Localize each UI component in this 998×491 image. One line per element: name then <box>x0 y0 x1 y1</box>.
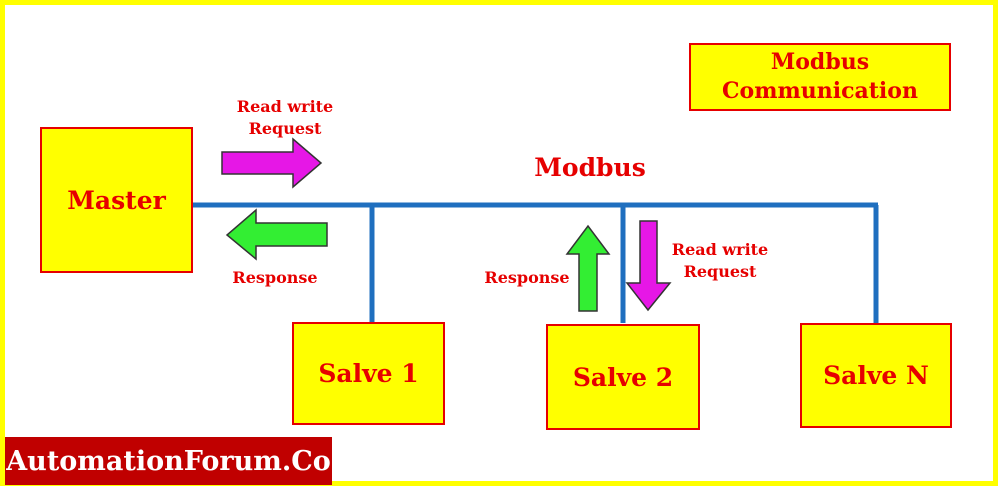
slave-1-label: Salve 1 <box>318 359 419 388</box>
master-request-arrow <box>221 137 323 189</box>
slave-response-label: Response <box>484 268 570 287</box>
master-box: Master <box>40 127 193 273</box>
title-box: Modbus Communication <box>689 43 951 111</box>
master-request-line-2: Request <box>248 119 322 138</box>
slave-request-arrow <box>625 220 672 312</box>
slave-request-line-2: Request <box>683 262 757 281</box>
slave-request-line-1: Read write <box>671 240 769 259</box>
title-line-1: Modbus <box>770 49 870 75</box>
brand-watermark: AutomationForum.Co <box>5 437 332 485</box>
slave-response-arrow <box>565 224 611 312</box>
slave-2-label: Salve 2 <box>572 362 674 392</box>
slave-n-label: Salve N <box>823 361 929 390</box>
master-response-arrow <box>225 208 328 261</box>
slave-request-label: Read write Request <box>655 239 785 283</box>
slave-2-box: Salve 2 <box>546 324 700 430</box>
master-request-line-1: Read write <box>236 97 334 116</box>
bus-label: Modbus <box>534 153 646 182</box>
master-label: Master <box>67 185 166 215</box>
slave-1-box: Salve 1 <box>292 322 445 425</box>
slave-n-box: Salve N <box>800 323 952 428</box>
master-response-label: Response <box>232 268 318 287</box>
connection-layer <box>192 137 879 323</box>
title-line-2: Communication <box>722 78 918 104</box>
master-request-label: Read write Request <box>210 96 360 140</box>
